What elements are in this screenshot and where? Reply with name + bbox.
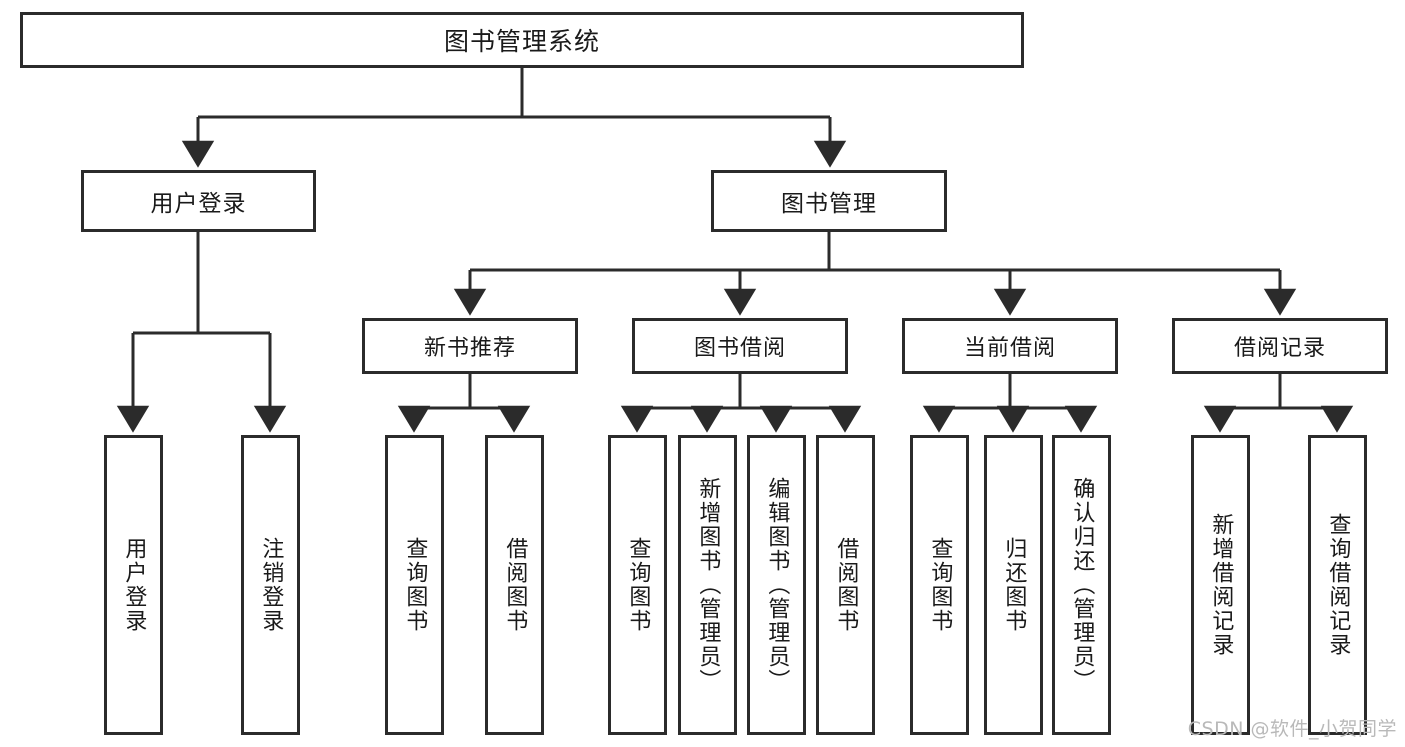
node-label-vertical: 借阅图书 [502,537,528,633]
node-leaf-borrow-book-recommend[interactable]: 借阅图书 [485,435,544,735]
node-root[interactable]: 图书管理系统 [20,12,1024,68]
node-leaf-query-book-borrow[interactable]: 查询图书 [608,435,667,735]
node-leaf-user-login[interactable]: 用户登录 [104,435,163,735]
node-label-vertical: 注销登录 [258,537,284,633]
node-leaf-add-book-admin[interactable]: 新增图书（管理员） [678,435,737,735]
node-label-vertical: 查询图书 [625,537,651,633]
node-label-vertical: 借阅图书 [833,537,859,633]
node-label-vertical: 新增借阅记录 [1208,513,1234,657]
node-borrow-record[interactable]: 借阅记录 [1172,318,1388,374]
node-leaf-query-book-current[interactable]: 查询图书 [910,435,969,735]
node-label-vertical: 查询图书 [402,537,428,633]
node-label: 图书借阅 [693,336,786,361]
node-leaf-query-borrow-record[interactable]: 查询借阅记录 [1308,435,1367,735]
node-book-management[interactable]: 图书管理 [711,170,947,232]
csdn-watermark: CSDN @软件_小贺同学 [1187,718,1397,740]
node-label: 图书管理系统 [443,27,600,56]
node-label: 图书管理 [781,191,877,217]
node-label: 借阅记录 [1233,336,1326,361]
node-leaf-logout[interactable]: 注销登录 [241,435,300,735]
node-label-vertical: 归还图书 [1001,537,1027,633]
node-leaf-confirm-return-admin[interactable]: 确认归还（管理员） [1052,435,1111,735]
node-label-vertical: 确认归还（管理员） [1069,477,1095,693]
node-leaf-query-book-recommend[interactable]: 查询图书 [385,435,444,735]
node-leaf-return-book[interactable]: 归还图书 [984,435,1043,735]
node-leaf-add-borrow-record[interactable]: 新增借阅记录 [1191,435,1250,735]
node-label-vertical: 查询图书 [927,537,953,633]
node-book-borrow[interactable]: 图书借阅 [632,318,848,374]
node-new-book-recommend[interactable]: 新书推荐 [362,318,578,374]
node-label-vertical: 查询借阅记录 [1325,513,1351,657]
node-label: 新书推荐 [423,336,516,361]
node-label: 用户登录 [150,191,247,217]
node-label-vertical: 新增图书（管理员） [695,477,721,693]
node-label: 当前借阅 [963,336,1056,361]
node-label-vertical: 用户登录 [121,537,147,633]
node-user-login[interactable]: 用户登录 [81,170,316,232]
node-leaf-borrow-book[interactable]: 借阅图书 [816,435,875,735]
node-current-borrow[interactable]: 当前借阅 [902,318,1118,374]
node-label-vertical: 编辑图书（管理员） [764,477,790,693]
node-leaf-edit-book-admin[interactable]: 编辑图书（管理员） [747,435,806,735]
